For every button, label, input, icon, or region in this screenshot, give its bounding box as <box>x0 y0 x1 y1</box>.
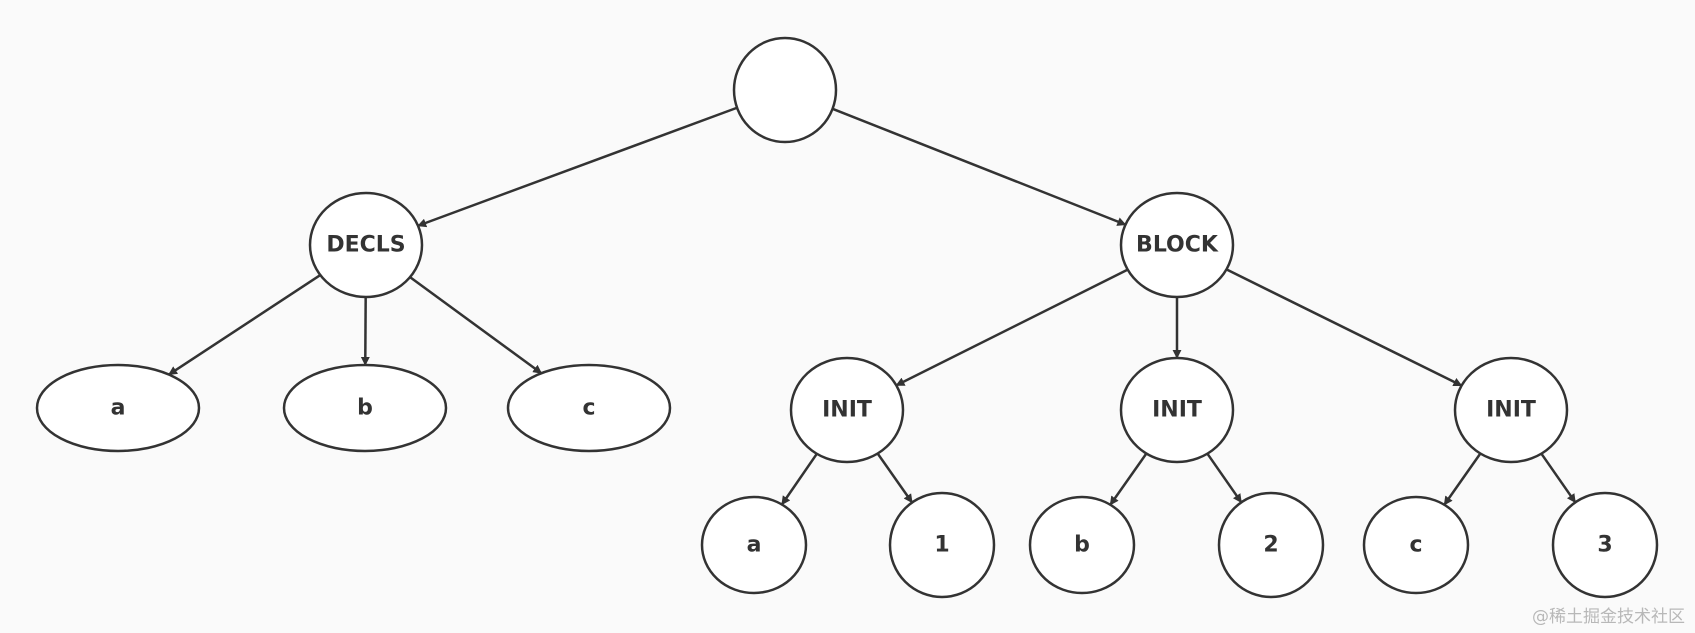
edge-init1-to-init1_1 <box>876 452 914 504</box>
node-init2: INIT <box>1119 356 1235 464</box>
edge-decls-to-decl_c <box>409 276 543 375</box>
node-label-decl_b: b <box>357 396 373 421</box>
edge-block-to-init1 <box>895 268 1129 387</box>
node-shape-root <box>732 36 838 144</box>
edge-init2-to-init2_b <box>1109 452 1148 506</box>
node-shape-init1_1 <box>888 491 996 599</box>
node-shape-decl_c <box>506 363 672 453</box>
node-shape-block <box>1119 191 1235 299</box>
node-label-init3: INIT <box>1486 398 1536 423</box>
node-label-init1_1: 1 <box>934 533 949 558</box>
watermark: @稀土掘金技术社区 <box>1532 607 1685 627</box>
node-shape-init1_a <box>700 495 808 595</box>
node-block: BLOCK <box>1119 191 1235 299</box>
node-init1_1: 1 <box>888 491 996 599</box>
node-label-init2_b: b <box>1074 533 1090 558</box>
edge-init1-to-init1_a <box>780 453 818 506</box>
node-decls: DECLS <box>308 191 424 299</box>
node-label-decl_c: c <box>582 396 595 421</box>
node-decl_b: b <box>282 363 448 453</box>
node-decl_a: a <box>35 363 201 453</box>
nodes: DECLS BLOCK a b c INIT INIT INIT a 1 b 2 c 3 <box>35 36 1659 599</box>
node-label-init2_2: 2 <box>1263 533 1278 558</box>
node-label-init1: INIT <box>822 398 872 423</box>
edge-init3-to-init3_3 <box>1540 452 1577 504</box>
node-init3: INIT <box>1453 356 1569 464</box>
node-decl_c: c <box>506 363 672 453</box>
node-shape-decl_a <box>35 363 201 453</box>
edges <box>168 106 1577 506</box>
node-label-init2: INIT <box>1152 398 1202 423</box>
node-label-decl_a: a <box>111 396 126 421</box>
node-shape-init2_2 <box>1217 491 1325 599</box>
node-root <box>732 36 838 144</box>
node-label-block: BLOCK <box>1136 233 1219 258</box>
node-shape-init2 <box>1119 356 1235 464</box>
node-shape-decls <box>308 191 424 299</box>
node-shape-decl_b <box>282 363 448 453</box>
node-label-decls: DECLS <box>326 233 405 258</box>
node-label-init1_a: a <box>747 533 762 558</box>
edge-root-to-decls <box>417 106 738 228</box>
node-shape-init3_c <box>1362 495 1470 595</box>
node-label-init3_3: 3 <box>1597 533 1612 558</box>
node-shape-init3_3 <box>1551 491 1659 599</box>
edge-init3-to-init3_c <box>1443 452 1482 506</box>
edge-root-to-block <box>832 107 1127 226</box>
node-init1_a: a <box>700 495 808 595</box>
node-init3_3: 3 <box>1551 491 1659 599</box>
node-shape-init3 <box>1453 356 1569 464</box>
node-init1: INIT <box>789 356 905 464</box>
node-init2_2: 2 <box>1217 491 1325 599</box>
node-label-init3_c: c <box>1409 533 1422 558</box>
node-init2_b: b <box>1028 495 1136 595</box>
node-init3_c: c <box>1362 495 1470 595</box>
edge-block-to-init3 <box>1225 268 1463 387</box>
node-shape-init1 <box>789 356 905 464</box>
edge-init2-to-init2_2 <box>1206 452 1243 504</box>
edge-decls-to-decl_a <box>168 273 321 376</box>
node-shape-init2_b <box>1028 495 1136 595</box>
